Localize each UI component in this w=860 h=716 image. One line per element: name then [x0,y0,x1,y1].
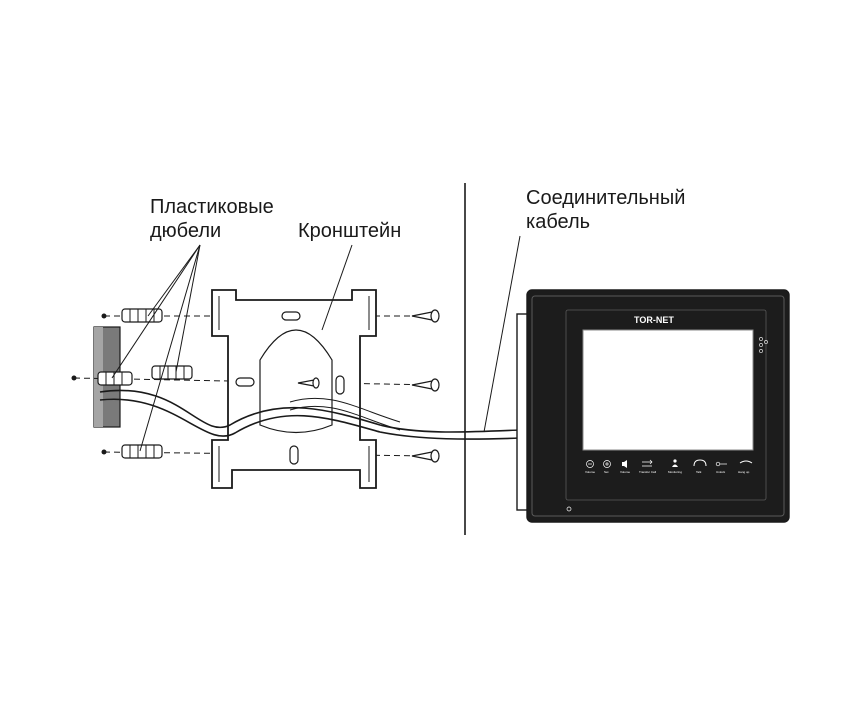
hangup-icon [739,460,753,464]
transfer-icon [642,459,653,467]
plus-icon [603,460,611,468]
plastic-dowel [121,444,163,459]
dowels-label-line2: дюбели [150,220,221,242]
button-label: Set [604,470,609,474]
plastic-dowel [97,371,133,386]
monitor-screen [582,329,754,451]
bracket-label: Кронштейн [298,220,401,242]
screw [411,378,440,392]
button-label: Hang up [738,470,750,474]
bracket [211,289,377,489]
button-volume[interactable]: Volume [620,460,630,474]
connecting-cable [99,389,521,440]
intercom-monitor: TOR-NET Volume Set Volume Transfer Call [516,289,790,523]
plastic-dowel [121,308,163,323]
button-label: Volume [620,470,630,474]
button-transfer-call[interactable]: Transfer Call [639,459,656,474]
button-unlock[interactable]: Unlock [715,461,727,474]
screw [411,309,440,323]
screw [297,377,320,389]
minus-icon [586,460,594,468]
button-hang-up[interactable]: Hang up [738,460,753,474]
button-talk[interactable]: Talk [693,459,707,474]
button-monitoring[interactable]: Monitoring [668,459,682,474]
led-indicator [566,506,572,512]
leader-lines [111,235,521,452]
button-volume-down[interactable]: Volume [585,460,595,475]
phone-icon [693,459,707,467]
speaker-icon [622,460,627,468]
cable-label-line2: кабель [526,211,590,233]
button-label: Transfer Call [639,470,656,474]
side-indicator-icon [759,337,768,353]
monitor-brand-logo: TOR-NET [634,315,674,325]
plastic-dowel [151,365,193,380]
button-label: Unlock [716,470,726,474]
screw [411,449,440,463]
button-label: Talk [696,470,702,474]
button-label: Monitoring [668,470,682,474]
button-set[interactable]: Set [603,460,611,475]
button-label: Volume [585,470,595,474]
dowels-label-line1: Пластиковые [150,196,274,218]
person-icon [672,459,678,467]
key-icon [715,461,727,467]
cable-label-line1: Соединительный [526,187,685,209]
